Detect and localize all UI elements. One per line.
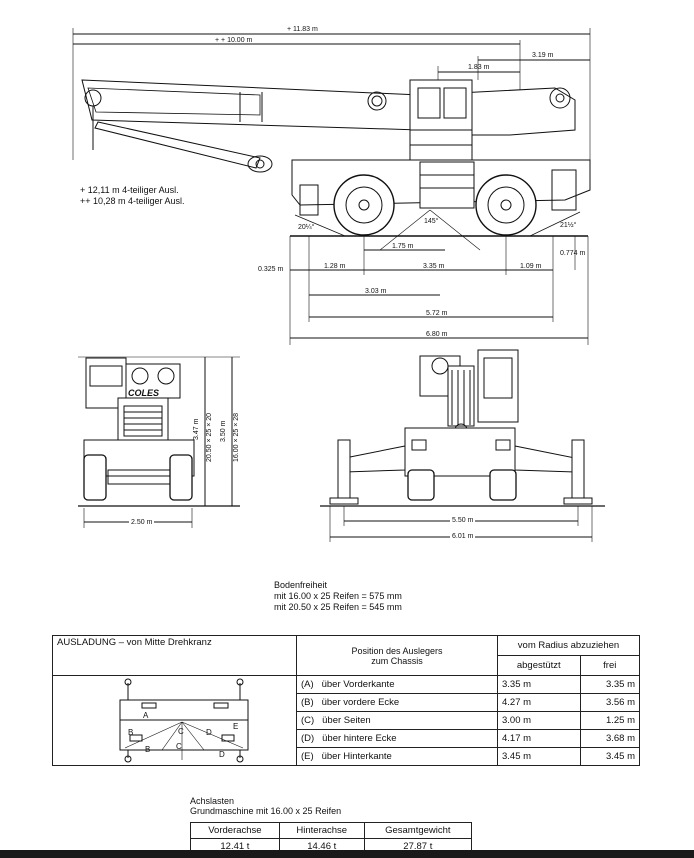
diagram-label-e: E xyxy=(233,722,239,731)
dim-rear-over: 1.09 m xyxy=(520,263,542,270)
dim-width: 2.50 m xyxy=(129,519,155,526)
radius-row: (A) über Vorderkante xyxy=(296,675,498,694)
dim-h1: 3.47 m xyxy=(193,418,200,440)
row-supported: 3.35 m xyxy=(497,675,581,694)
axle-col-rear: Hinterachse xyxy=(278,822,365,839)
boom-note-1: + 12,11 m 4-teiliger Ausl. xyxy=(80,185,179,195)
row-free: 3.56 m xyxy=(579,693,641,712)
radius-row: (B) über vordere Ecke xyxy=(296,693,498,712)
diagram-label-c2: C xyxy=(176,742,182,751)
axle-col-total: Gesamtgewicht xyxy=(363,822,473,839)
row-supported: 3.00 m xyxy=(497,711,581,730)
angle-front: 20¼° xyxy=(298,224,315,231)
dim-572: 5.72 m xyxy=(426,310,448,317)
front-view-crane xyxy=(78,356,240,528)
dim-h2-tyre: 16.00 × 25 × 28 xyxy=(233,412,240,462)
radius-row: (E) über Hinterkante xyxy=(296,747,498,766)
dim-h1-tyre: 20.50 × 25 × 20 xyxy=(206,412,213,462)
dim-601: 6.01 m xyxy=(450,533,476,540)
axle-col-front: Vorderachse xyxy=(190,822,280,839)
diagram-label-a: A xyxy=(143,711,149,720)
dim-wheelbase: 3.35 m xyxy=(423,263,445,270)
dim-rear-height: 0.774 m xyxy=(560,250,586,257)
row-free: 3.45 m xyxy=(579,747,641,766)
radius-sub-supported: abgestützt xyxy=(497,655,581,676)
row-text: über Hinterkante xyxy=(321,751,392,762)
axle-title: Achslasten xyxy=(190,796,235,806)
dim-cab: 1.83 m xyxy=(468,64,490,71)
coles-logo: COLES xyxy=(128,388,160,398)
clearance-line2: mit 20.50 x 25 Reifen = 545 mm xyxy=(274,602,402,612)
angle-mid: 145° xyxy=(424,218,439,225)
dim-total-length: + 11.83 m xyxy=(287,26,318,33)
radius-sub-free: frei xyxy=(579,655,641,676)
boom-note-2: ++ 10,28 m 4-teiliger Ausl. xyxy=(80,196,185,206)
angle-rear: 21½° xyxy=(560,222,577,229)
row-text: über Seiten xyxy=(322,715,371,726)
diagram-label-b: B xyxy=(128,728,134,737)
side-view-crane xyxy=(72,28,591,345)
row-supported: 4.27 m xyxy=(497,693,581,712)
diagram-label-d2: D xyxy=(219,750,225,759)
radius-header-deduct: vom Radius abzuziehen xyxy=(497,635,640,656)
diagram-cell xyxy=(52,675,297,766)
dim-550: 5.50 m xyxy=(450,517,476,524)
radius-row: (D) über hintere Ecke xyxy=(296,729,498,748)
dim-303: 3.03 m xyxy=(365,288,387,295)
row-pos: (C) xyxy=(301,715,315,726)
diagram-label-d: D xyxy=(206,728,212,737)
row-supported: 4.17 m xyxy=(497,729,581,748)
dim-boom: + + 10.00 m xyxy=(215,37,253,44)
row-pos: (B) xyxy=(301,697,314,708)
dim-front-over: 1.28 m xyxy=(324,263,346,270)
axle-subtitle: Grundmaschine mit 16.00 x 25 Reifen xyxy=(190,806,342,816)
row-free: 3.35 m xyxy=(579,675,641,694)
dim-tail: 3.19 m xyxy=(532,52,554,59)
dim-front-clear: 0.325 m xyxy=(258,266,284,273)
radius-row: (C) über Seiten xyxy=(296,711,498,730)
row-text: über Vorderkante xyxy=(321,679,395,690)
diagram-label-c: C xyxy=(178,727,184,736)
row-pos: (E) xyxy=(301,751,314,762)
clearance-title: Bodenfreiheit xyxy=(274,580,328,590)
radius-header-position: Position des Auslegers zum Chassis xyxy=(296,635,498,676)
diagram-label-b2: B xyxy=(145,745,151,754)
radius-table: AUSLADUNG – von Mitte Drehkranz Position… xyxy=(52,635,641,766)
row-pos: (D) xyxy=(301,733,315,744)
scan-edge-bar xyxy=(0,850,694,858)
row-free: 1.25 m xyxy=(579,711,641,730)
row-pos: (A) xyxy=(301,679,314,690)
dim-wheelbase-inner: 1.75 m xyxy=(392,243,414,250)
dim-h2: 3.50 m xyxy=(220,420,227,442)
row-text: über vordere Ecke xyxy=(321,697,400,708)
row-text: über hintere Ecke xyxy=(322,733,397,744)
row-supported: 3.45 m xyxy=(497,747,581,766)
clearance-line1: mit 16.00 x 25 Reifen = 575 mm xyxy=(274,591,402,601)
dim-680: 6.80 m xyxy=(426,331,448,338)
rear-view-crane xyxy=(320,349,605,542)
radius-header-left: AUSLADUNG – von Mitte Drehkranz xyxy=(52,635,297,676)
row-free: 3.68 m xyxy=(579,729,641,748)
